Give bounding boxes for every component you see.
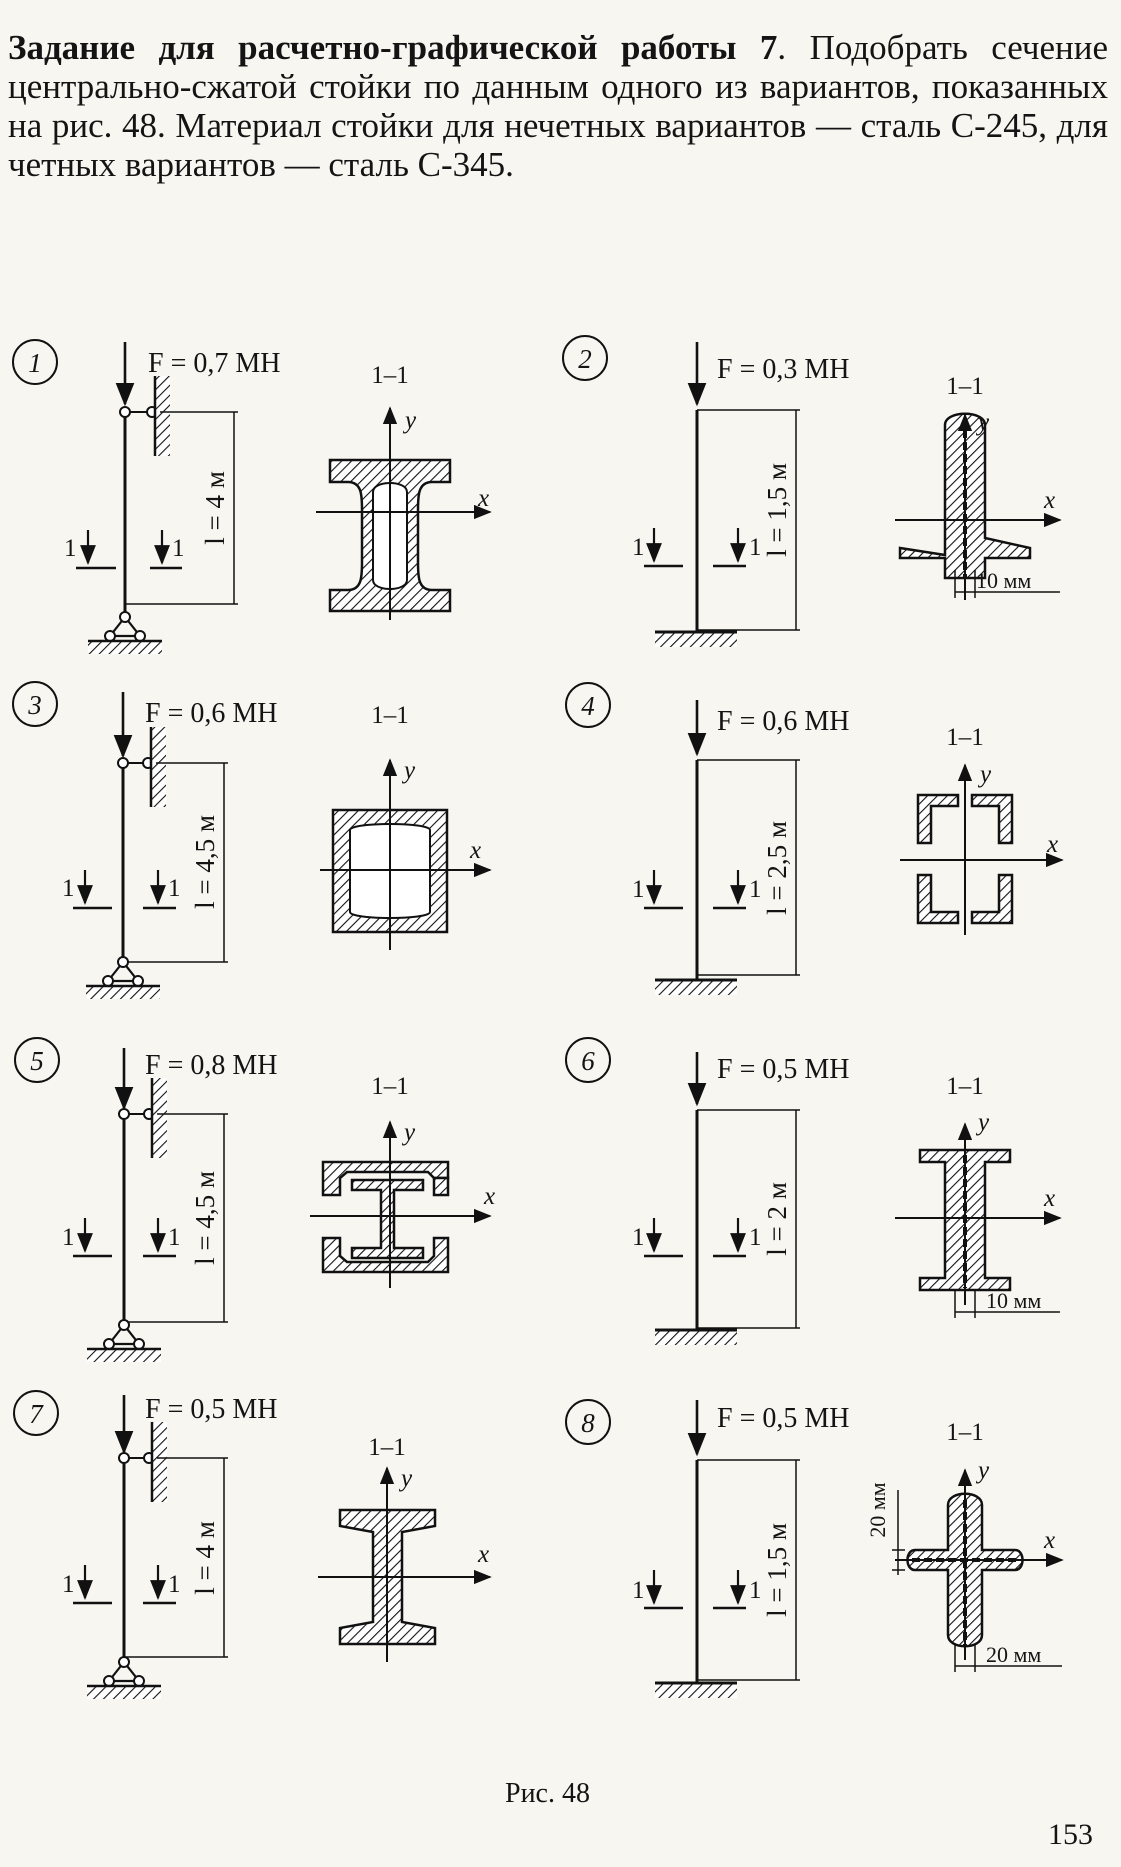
length-label: l = 4,5 м [190,1171,220,1265]
pinned-support [107,615,143,638]
length-label: l = 4,5 м [190,815,220,909]
axis-x-label: x [477,485,489,512]
variant-5: 5 F = 0,8 МН l = 4,5 м 1 1 1–1 [14,1037,495,1362]
variant-7: 7 F = 0,5 МН l = 4 м 1 1 1–1 y x [13,1390,492,1699]
task-statement: Задание для расчетно-графической работы … [8,28,1108,184]
cut-label-left: 1 [632,876,645,903]
pinned-support [106,1323,142,1346]
variant-2: 2 F = 0,3 МН l = 1,5 м 1 1 1–1 y x 10 мм [562,335,1062,647]
force-label: F = 0,8 МН [145,1050,277,1081]
length-label: l = 1,5 м [762,1523,792,1617]
pinned-support [105,960,141,983]
axis-x-label: x [1046,831,1058,858]
variant-number-circle [12,339,58,385]
length-label: l = 2,5 м [762,821,792,915]
variant-number-circle [12,681,58,727]
page-number: 153 [1048,1818,1093,1851]
cut-label-left: 1 [632,534,645,561]
axis-y-label: y [398,1465,413,1492]
axis-x-label: x [477,1541,489,1568]
variant-8: 8 F = 0,5 МН l = 1,5 м 1 1 1–1 y x 20 мм… [565,1399,1064,1698]
length-label: l = 1,5 м [762,463,792,557]
variant-number: 6 [581,1046,595,1076]
dimension-label: 10 мм [986,1288,1041,1313]
fixed-support-hatch [655,632,737,647]
variant-number-circle [13,1390,59,1436]
section-label: 1–1 [371,362,409,389]
force-label: F = 0,5 МН [145,1394,277,1425]
length-label: l = 2 м [762,1182,792,1256]
dimension-label: 10 мм [976,568,1031,593]
section-label: 1–1 [946,724,984,751]
axis-y-label: y [977,761,992,788]
axis-x-label: x [483,1183,495,1210]
variant-number: 4 [581,691,595,721]
axis-y-label: y [402,407,417,434]
variant-number-circle [565,1037,611,1083]
cut-label-right: 1 [168,875,181,902]
task-title: Задание для расчетно-графической работы … [8,28,778,67]
force-label: F = 0,3 МН [717,354,849,385]
variant-number: 1 [28,348,42,378]
force-label: F = 0,6 МН [717,706,849,737]
variant-number-circle [565,1399,611,1445]
section-label: 1–1 [371,1073,409,1100]
variant-number-circle [565,682,611,728]
axis-y-label: y [401,757,416,784]
pinned-support [106,1660,142,1683]
dimension-label: 20 мм [986,1642,1041,1667]
variant-number-circle [14,1037,60,1083]
cut-label-left: 1 [64,535,77,562]
cut-label-left: 1 [632,1577,645,1604]
dimension-label-vertical: 20 мм [865,1482,890,1537]
cut-label-right: 1 [168,1571,181,1598]
force-label: F = 0,5 МН [717,1403,849,1434]
variant-4: 4 F = 0,6 МН l = 2,5 м 1 1 1–1 y x [565,682,1064,995]
cut-label-left: 1 [632,1224,645,1251]
force-label: F = 0,5 МН [717,1054,849,1085]
cut-label-right: 1 [749,1224,762,1251]
cross-section-channels [916,793,1014,925]
variant-number: 5 [30,1046,44,1076]
cut-label-right: 1 [749,534,762,561]
axis-y-label: y [975,1457,990,1484]
cut-label-right: 1 [172,535,185,562]
cut-label-right: 1 [168,1224,181,1251]
cross-section-channels-ibeam [321,1160,450,1274]
variant-number: 3 [27,690,42,720]
force-label: F = 0,7 МН [148,348,280,379]
axis-y-label: y [401,1119,416,1146]
section-label: 1–1 [371,702,409,729]
variant-number: 2 [578,344,592,374]
section-label: 1–1 [946,1073,984,1100]
length-label: l = 4 м [190,1521,220,1595]
axis-x-label: x [469,837,481,864]
axis-y-label: y [975,409,990,436]
variant-1: 1 F = 0,7 МН l = 4 м 1 1 1–1 y x [12,339,492,654]
variant-3: 3 F = 0,6 МН l = 4,5 м 1 1 1–1 y x [12,681,492,999]
axis-y-label: y [975,1109,990,1136]
section-label: 1–1 [946,1419,984,1446]
axis-x-label: x [1043,487,1055,514]
section-label: 1–1 [946,373,984,400]
variant-6: 6 F = 0,5 МН l = 2 м 1 1 1–1 y x 10 мм [565,1037,1062,1345]
variant-number: 8 [581,1408,595,1438]
cut-label-left: 1 [62,1224,75,1251]
ground-hatch [88,641,162,654]
axis-x-label: x [1043,1527,1055,1554]
length-label: l = 4 м [200,471,230,545]
cut-label-right: 1 [749,1577,762,1604]
task-text: . Подобрать сечение центрально-сжатой ст… [8,28,1108,184]
cut-label-left: 1 [62,875,75,902]
variant-number-circle [562,335,608,381]
force-label: F = 0,6 МН [145,698,277,729]
section-label: 1–1 [368,1434,406,1461]
figure-caption: Рис. 48 [505,1778,590,1809]
variant-number: 7 [29,1399,44,1429]
cut-label-right: 1 [749,876,762,903]
axis-x-label: x [1043,1185,1055,1212]
wall-hatch [155,376,170,456]
cut-label-left: 1 [62,1571,75,1598]
